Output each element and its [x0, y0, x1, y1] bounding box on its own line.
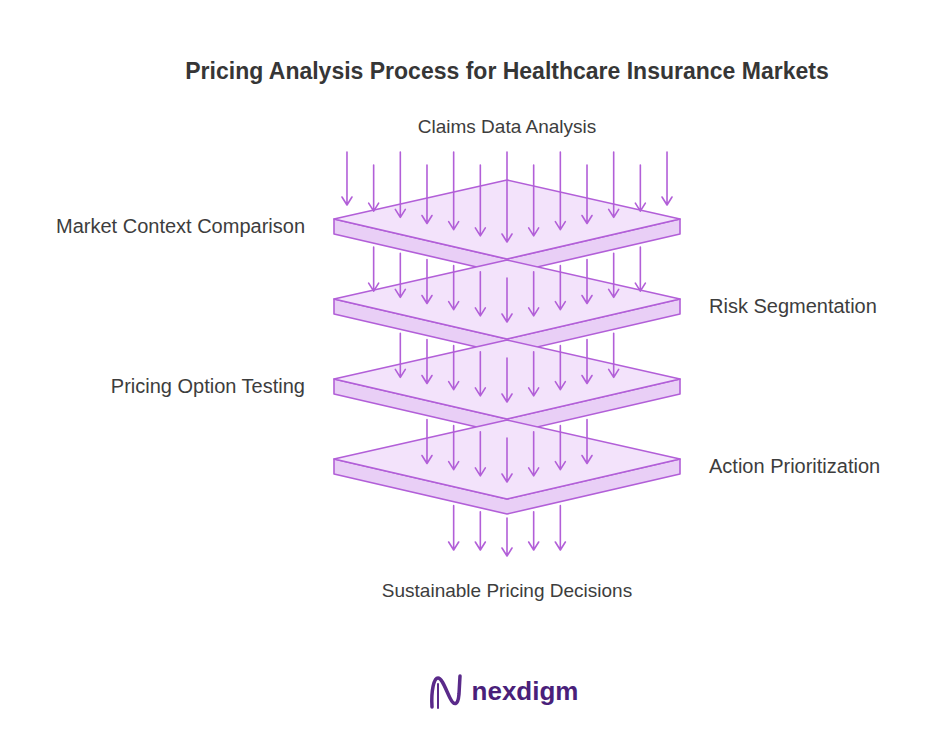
flow-arrow [502, 518, 512, 556]
plate-face [334, 260, 680, 339]
flow-arrow [449, 506, 459, 550]
plate-face [334, 180, 680, 259]
logo-stroke [437, 684, 439, 708]
step-label: Market Context Comparison [56, 214, 305, 238]
step-label: Risk Segmentation [709, 294, 877, 318]
flow-arrow [555, 506, 565, 550]
flow-arrow [635, 165, 645, 211]
flow-arrow [529, 512, 539, 550]
flow-arrow [635, 247, 645, 291]
flow-arrow [609, 333, 619, 377]
logo-wordmark: nexdigm [472, 676, 579, 707]
output-label: Sustainable Pricing Decisions [382, 580, 632, 603]
input-label: Claims Data Analysis [418, 116, 596, 139]
flow-arrow [395, 333, 405, 377]
diagram-title: Pricing Analysis Process for Healthcare … [185, 58, 828, 86]
flow-arrow [609, 253, 619, 297]
logo-stroke [432, 676, 460, 707]
flow-arrow [369, 165, 379, 211]
step-label: Pricing Option Testing [111, 374, 305, 398]
step-label: Action Prioritization [709, 454, 880, 478]
flow-arrow [475, 512, 485, 550]
logo-icon [432, 676, 460, 708]
flow-arrow [395, 253, 405, 297]
plate-face [334, 340, 680, 419]
flow-arrow [369, 247, 379, 291]
flow-arrow [342, 152, 352, 205]
plate-face [334, 420, 680, 499]
flow-arrow [662, 152, 672, 205]
